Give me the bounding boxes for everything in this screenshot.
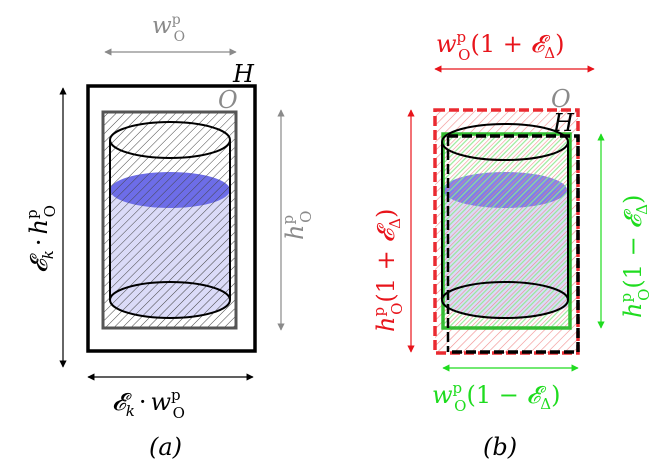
label-o-a: O [218, 86, 238, 114]
caption-a: (a) [149, 433, 182, 461]
cylinder-b-outline [441, 123, 569, 319]
label-left-a: 𝓔k·hpO [23, 205, 59, 273]
bounding-box-h-b [448, 134, 580, 354]
cylinder-a-bottom-ellipse [109, 281, 231, 319]
label-h-a: H [232, 60, 255, 88]
bounding-box-h-a [86, 84, 257, 353]
label-left-b: hpO(1 + 𝓔Δ) [370, 209, 406, 332]
object-box-o-a [101, 110, 238, 330]
label-h-b: H [552, 109, 575, 137]
label-o-b: O [551, 85, 571, 113]
cylinder-b-bottom-ellipse [441, 281, 569, 319]
label-right-a: hpO [279, 211, 315, 240]
box-reduced-green [441, 132, 572, 330]
cylinder-a-outline [109, 121, 231, 319]
label-right-b: hpO(1 − 𝓔Δ) [617, 195, 653, 318]
caption-b: (b) [483, 433, 517, 461]
